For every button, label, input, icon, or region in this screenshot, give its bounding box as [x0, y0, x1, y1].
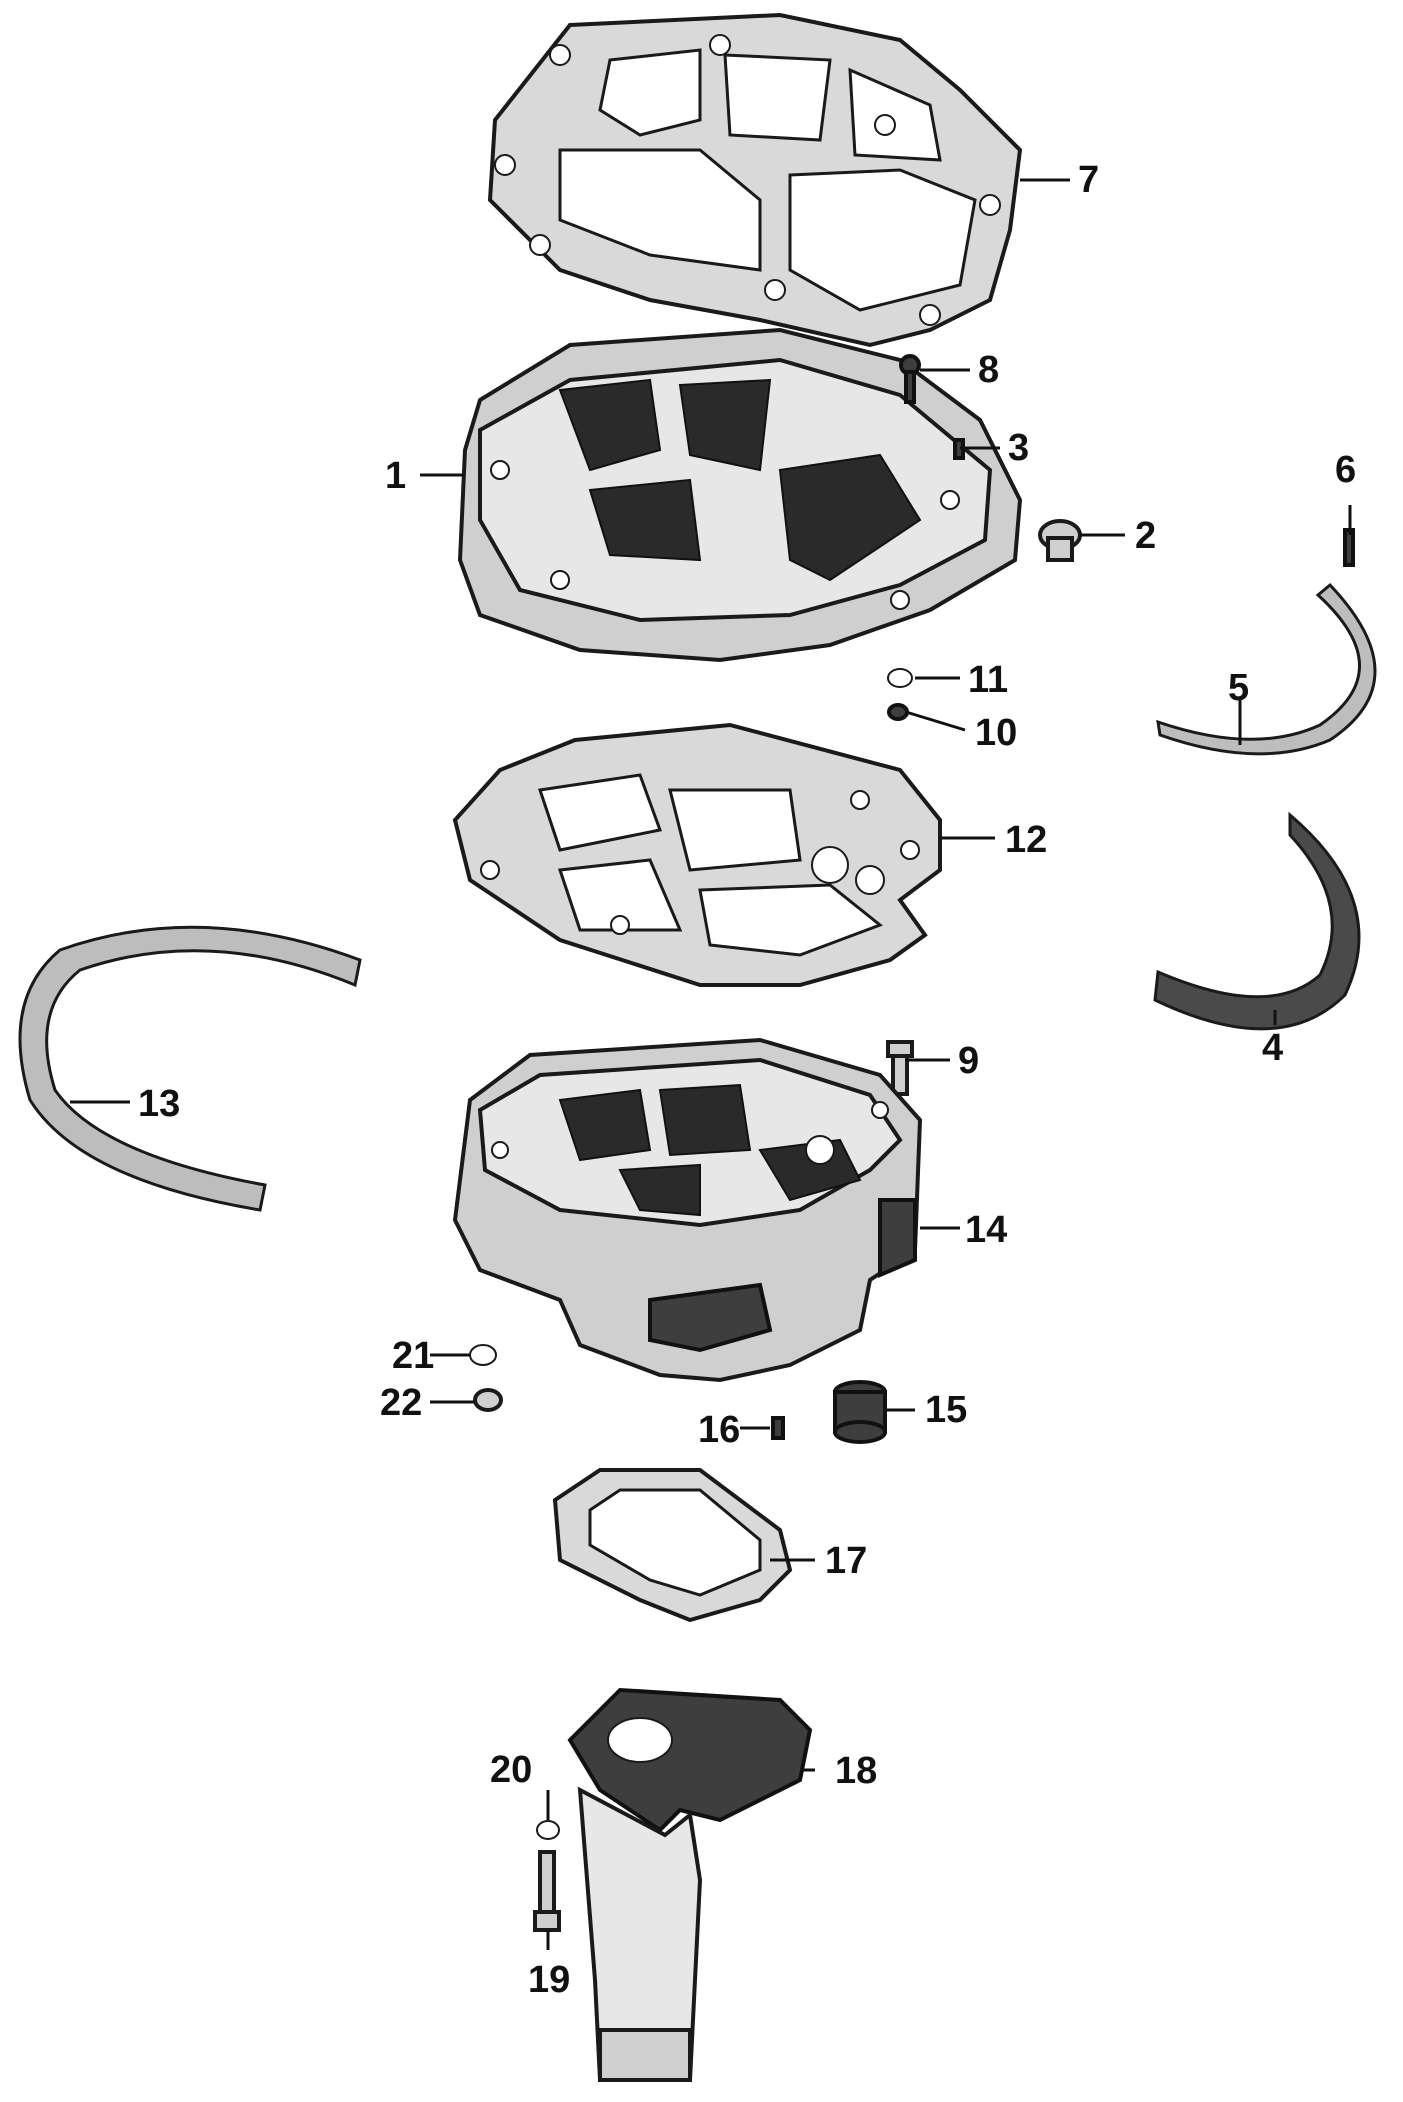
part-8-bolt — [899, 354, 921, 404]
callout-19: 19 — [528, 1959, 570, 2001]
part-1-adapter-plate — [457, 327, 1023, 663]
part-20-washer — [536, 1820, 560, 1840]
callout-16: 16 — [698, 1409, 740, 1451]
part-17-gasket — [552, 1468, 793, 1623]
callout-15: 15 — [925, 1389, 967, 1431]
callout-10: 10 — [975, 712, 1017, 754]
callout-13: 13 — [138, 1083, 180, 1125]
callout-8: 8 — [978, 349, 999, 391]
part-15-plug — [833, 1380, 887, 1444]
callout-20: 20 — [490, 1749, 532, 1791]
callout-5: 5 — [1228, 667, 1249, 709]
part-6-screw — [1343, 528, 1355, 567]
part-22-nut — [473, 1388, 503, 1412]
callout-labels: 7 8 3 1 2 6 5 11 10 12 4 13 9 14 21 22 1… — [138, 159, 1356, 2001]
callout-12: 12 — [1005, 819, 1047, 861]
leader-lines — [70, 178, 1352, 1950]
part-21-washer — [469, 1344, 497, 1366]
callout-21: 21 — [392, 1335, 434, 1377]
callout-9: 9 — [958, 1040, 979, 1082]
callout-7: 7 — [1078, 159, 1099, 201]
callout-17: 17 — [825, 1540, 867, 1582]
part-9-bolt — [886, 1040, 914, 1096]
part-10-nut — [887, 703, 909, 721]
part-4-seal — [1153, 811, 1361, 1031]
part-2-fitting — [1038, 519, 1082, 562]
callout-11: 11 — [968, 659, 1008, 701]
callout-22: 22 — [380, 1382, 422, 1424]
part-19-bolt — [533, 1850, 561, 1932]
callout-4: 4 — [1262, 1027, 1283, 1069]
part-13-seal — [18, 925, 362, 1212]
part-7-gasket — [487, 12, 1023, 348]
callout-14: 14 — [965, 1209, 1007, 1251]
part-12-gasket — [452, 722, 942, 987]
callout-18: 18 — [835, 1750, 877, 1792]
callout-3: 3 — [1008, 427, 1029, 469]
callout-2: 2 — [1135, 515, 1156, 557]
part-18-exhaust-tube — [567, 1687, 813, 2082]
callout-6: 6 — [1335, 449, 1356, 491]
part-5-seal-strip — [1156, 582, 1377, 756]
part-16-pin — [771, 1416, 785, 1440]
part-14-lower-housing — [452, 1037, 923, 1383]
part-11-washer — [887, 668, 913, 688]
callout-1: 1 — [385, 455, 406, 497]
